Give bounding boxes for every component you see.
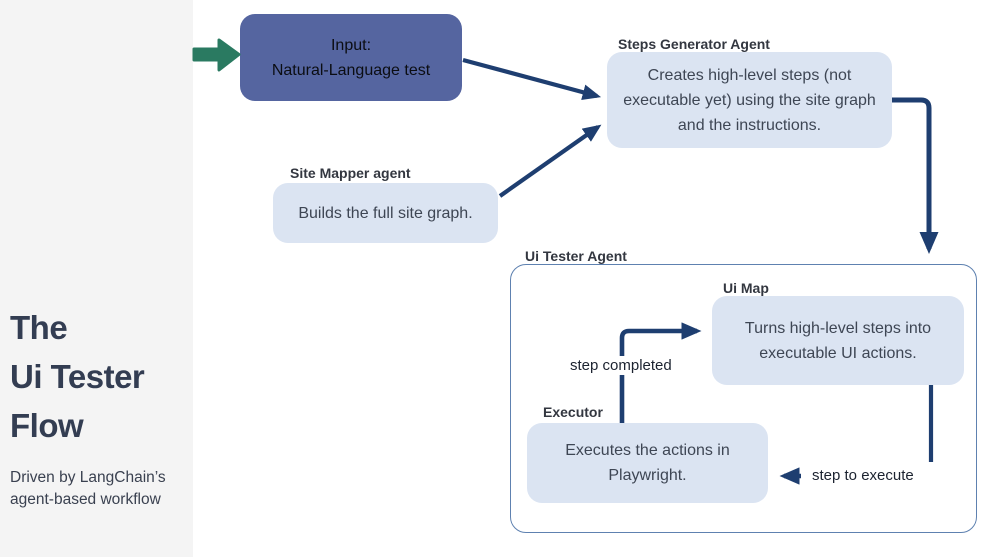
node-ui-map-body: Turns high-level steps into executable U… [744,319,932,362]
green-entry-arrow-icon [192,38,241,72]
node-input-line-1: Input: [330,36,372,54]
node-executor-body: Executes the actions in Playwright. [565,442,730,484]
steps-generator-label: Steps Generator Agent [618,36,770,52]
page-subtitle-line-2: agent-based workflow [10,491,161,508]
page-title-line-2: Ui Tester [10,358,145,395]
page-title-line-3: Flow [10,407,84,444]
ui-map-label: Ui Map [723,280,769,296]
ui-tester-agent-container [510,264,977,533]
node-steps-generator: Creates high-level steps (not executable… [607,52,892,148]
page-title-line-1: The [10,309,68,346]
page-subtitle: Driven by LangChain’s agent-based workfl… [10,467,166,511]
node-site-mapper-body: Builds the full site graph. [298,204,473,222]
ui-tester-agent-label: Ui Tester Agent [525,248,627,264]
edge-label-step-completed: step completed [566,356,676,375]
edge-label-step-to-execute: step to execute [812,467,914,484]
node-ui-map: Turns high-level steps into executable U… [712,296,964,385]
executor-label: Executor [543,404,603,420]
arrow-input-to-steps-generator [462,57,602,101]
node-input: Input: Natural-Language test [240,14,462,101]
page-title: The Ui Tester Flow [10,303,145,450]
page-subtitle-line-1: Driven by LangChain’s [10,469,166,486]
arrow-site-mapper-to-steps-generator [498,124,602,198]
node-input-line-2: Natural-Language test [271,61,431,79]
node-site-mapper: Builds the full site graph. [273,183,498,243]
site-mapper-label: Site Mapper agent [290,165,411,181]
sidebar-panel: The Ui Tester Flow Driven by LangChain’s… [0,0,193,557]
node-steps-generator-body: Creates high-level steps (not executable… [623,66,876,134]
node-executor: Executes the actions in Playwright. [527,423,768,503]
arrow-steps-generator-to-ui-tester [892,97,939,254]
